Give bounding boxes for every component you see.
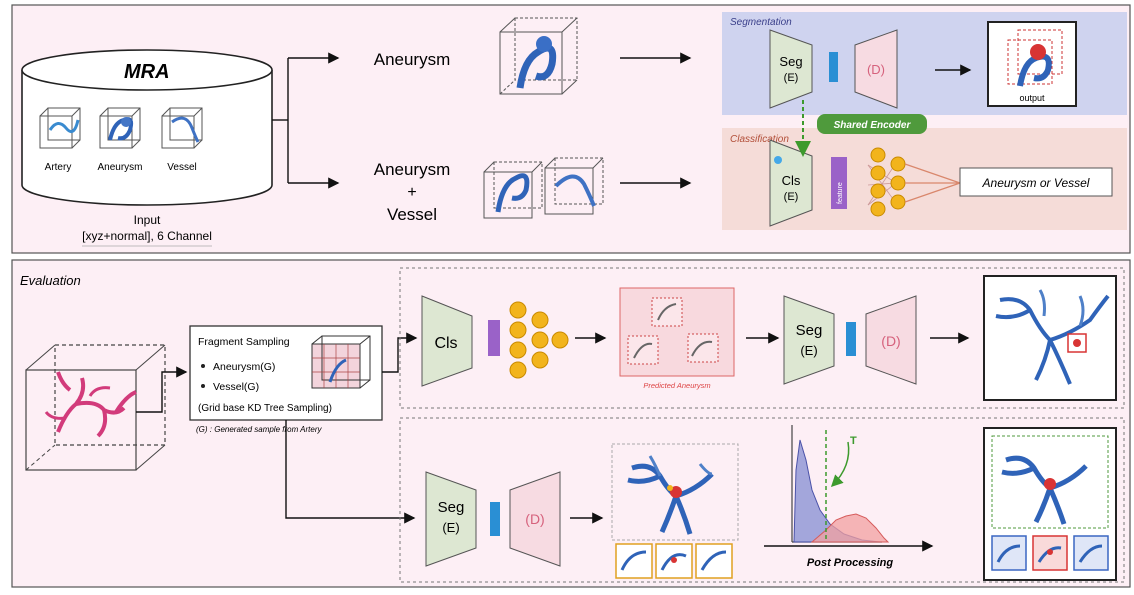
grid-cube-icon — [311, 335, 371, 389]
aneurysm-blob-icon — [99, 107, 141, 149]
fragment-item-aneurysm: Aneurysm(G) — [213, 361, 275, 373]
db-title: MRA — [124, 61, 170, 83]
final-crop-cubes — [991, 535, 1109, 571]
post-processing-histogram: T — [791, 425, 890, 543]
sample-artery: Artery — [39, 107, 81, 173]
input-caption-line1: Input — [134, 213, 161, 227]
seg-encoder-eval-1 — [783, 295, 835, 385]
branch-aneurysm-label: Aneurysm — [374, 50, 451, 69]
arrow-to-fragment — [136, 366, 188, 413]
cls-encoder-line2: (E) — [784, 191, 799, 203]
predicted-label: Predicted Aneurysm — [643, 381, 710, 390]
seg-encoder-eval-2 — [425, 471, 477, 567]
fragment-sampling-box: Fragment Sampling Aneurysm(G) Vessel(G) … — [189, 325, 383, 421]
threshold-label: T — [850, 435, 857, 447]
segmented-vessel-tree-icon — [995, 289, 1110, 385]
post-processing-label: Post Processing — [807, 557, 893, 569]
branch-mixed-line2: + — [407, 184, 416, 201]
seg-output-frame — [611, 443, 739, 541]
seg-eval2-line2: (E) — [442, 520, 459, 535]
artery-tree-icon — [39, 107, 81, 149]
mixed-sample-cubes-icon — [483, 157, 604, 219]
seg-decoder-eval2-label: (D) — [525, 511, 544, 527]
seg-output-tree-icon — [627, 455, 714, 535]
seg-decoder-shape — [854, 29, 898, 109]
shared-encoder-label: Shared Encoder — [834, 120, 912, 131]
seg-eval2-line1: Seg — [438, 499, 465, 516]
feature-label: feature — [837, 182, 844, 204]
seg-bottleneck — [829, 52, 838, 82]
seg-crop-cubes — [615, 543, 733, 579]
seg-encoder-line1: Seg — [779, 54, 802, 69]
output-cube-icon — [1007, 29, 1063, 87]
footnote: (G) : Generated sample from Artery — [196, 425, 323, 434]
fragment-title: Fragment Sampling — [198, 336, 290, 348]
output-label: output — [1019, 93, 1045, 103]
sample-label-artery: Artery — [45, 162, 72, 173]
fragment-item-vessel: Vessel(G) — [213, 381, 259, 393]
input-caption-line2: [xyz+normal], 6 Channel — [82, 229, 212, 243]
feature-bar-eval — [488, 320, 500, 356]
cls-encoder-eval — [421, 295, 473, 387]
sample-label-aneurysm: Aneurysm — [97, 162, 142, 173]
seg-bottleneck-eval-2 — [490, 502, 500, 536]
arrow-to-seg-row — [285, 420, 416, 524]
shared-encoder-badge — [817, 114, 927, 134]
seg-eval1-line2: (E) — [800, 343, 817, 358]
artery-volume-icon — [25, 344, 166, 471]
fragment-method: (Grid base KD Tree Sampling) — [198, 403, 332, 414]
classifier-nodes — [867, 147, 961, 217]
classification-title: Classification — [730, 134, 789, 145]
evaluation-title: Evaluation — [20, 273, 81, 288]
seg-row-box — [399, 417, 1125, 583]
seg-encoder-line2: (E) — [784, 72, 799, 84]
branch-mixed-line3: Vessel — [387, 205, 437, 224]
cls-encoder-line1: Cls — [782, 173, 801, 188]
seg-bottleneck-eval-1 — [846, 322, 856, 356]
output-box — [987, 21, 1077, 107]
class-output-label: Aneurysm or Vessel — [982, 176, 1090, 190]
seg-decoder-eval-2 — [509, 471, 561, 567]
classifier-nodes-eval — [509, 301, 569, 379]
sample-aneurysm: Aneurysm — [97, 107, 143, 173]
segmentation-title: Segmentation — [730, 17, 792, 28]
mra-database: MRA — [21, 49, 273, 206]
cls-row-box — [399, 267, 1125, 409]
seg-encoder-shape — [769, 29, 813, 109]
branch-arrows — [272, 52, 340, 189]
class-output-box — [959, 167, 1113, 197]
bullet-1 — [201, 364, 205, 368]
sample-vessel: Vessel — [161, 107, 203, 173]
bullet-2 — [201, 384, 205, 388]
branch-mixed-line1: Aneurysm — [374, 160, 451, 179]
vessel-curve-icon — [161, 107, 203, 149]
seg-eval1-line1: Seg — [796, 322, 823, 339]
evaluation-panel — [11, 259, 1131, 588]
result-frame-green — [991, 435, 1109, 529]
segmentation-panel: Segmentation Seg (E) (D) output — [722, 12, 1127, 115]
seg-decoder-label: (D) — [867, 62, 885, 77]
final-tree-icon — [1001, 455, 1088, 525]
seg-decoder-eval1-label: (D) — [881, 333, 900, 349]
predicted-cubes-icon — [627, 297, 719, 365]
seg-decoder-eval-1 — [865, 295, 917, 385]
sample-label-vessel: Vessel — [167, 162, 196, 173]
feature-bar — [831, 157, 847, 209]
cls-eval-label: Cls — [434, 335, 457, 352]
classification-panel: Classification Cls (E) feature Aneurysm … — [722, 128, 1127, 230]
aneurysm-cube-icon — [499, 17, 578, 95]
snowflake-icon — [774, 156, 782, 164]
arrow-to-cls-row — [382, 332, 418, 373]
